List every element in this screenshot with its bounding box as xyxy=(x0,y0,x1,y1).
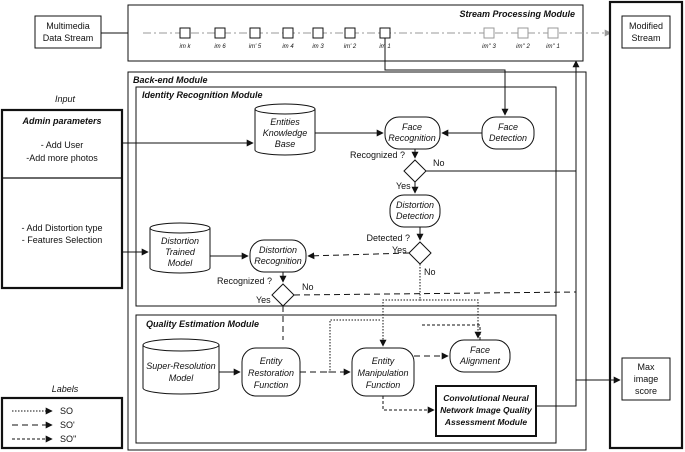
super-resolution-line2: Model xyxy=(169,373,195,383)
admin-title: Admin parameters xyxy=(21,116,101,126)
frame-box xyxy=(379,27,391,39)
entity-manipulation-node: Entity Manipulation Function xyxy=(351,347,415,397)
distortion-recognition-node: Distortion Recognition xyxy=(249,239,307,273)
frame-box xyxy=(214,27,226,39)
face-alignment-node: Face Alignment xyxy=(449,339,511,373)
recognized-1-label: Recognized ? xyxy=(350,150,405,160)
modified-line2: Stream xyxy=(631,33,660,43)
face-alignment-line2: Alignment xyxy=(459,356,501,366)
admin-item: -Add more photos xyxy=(26,153,98,163)
entities-line2: Knowledge xyxy=(263,128,308,138)
frame-label: im 3 xyxy=(312,44,324,50)
frame-label: im 4 xyxy=(282,44,294,50)
face-alignment-line1: Face xyxy=(470,345,490,355)
identity-module-title: Identity Recognition Module xyxy=(142,90,263,100)
max-score-line3: score xyxy=(635,386,657,396)
cnn-quality-assessment-module: Convolutional Neural Network Image Quali… xyxy=(435,385,537,437)
admin-item: - Features Selection xyxy=(22,235,103,245)
frame-label: im' 2 xyxy=(344,44,357,50)
modified-frame-label: im'' 1 xyxy=(546,44,560,50)
frame-box xyxy=(282,27,294,39)
multimedia-line1: Multimedia xyxy=(46,21,90,31)
modified-frame-box xyxy=(517,27,529,39)
restoration-line1: Entity xyxy=(260,356,283,366)
entity-restoration-node: Entity Restoration Function xyxy=(241,347,301,397)
frame-row: im k im 6 im' 5 im 4 im 3 im' 2 im 1 xyxy=(179,27,391,50)
face-detection-line2: Detection xyxy=(489,133,527,143)
entities-knowledge-base: Entities Knowledge Base xyxy=(254,103,316,156)
max-score-line1: Max xyxy=(637,362,655,372)
entities-line1: Entities xyxy=(270,117,300,127)
stream-module-title: Stream Processing Module xyxy=(459,9,575,19)
face-detection-line1: Face xyxy=(498,122,518,132)
multimedia-line2: Data Stream xyxy=(43,33,94,43)
distortion-recognition-line1: Distortion xyxy=(259,245,297,255)
detected-no: No xyxy=(424,267,436,277)
restoration-line2: Restoration xyxy=(248,368,294,378)
frame-box xyxy=(179,27,191,39)
distortion-detection-line2: Detection xyxy=(396,211,434,221)
recognized-2-yes: Yes xyxy=(256,295,271,305)
legend: SO SO' SO'' xyxy=(0,396,124,450)
entities-line3: Base xyxy=(275,139,296,149)
distortion-detection-node: Distortion Detection xyxy=(389,194,441,228)
face-recognition-line2: Recognition xyxy=(388,133,436,143)
distortion-model-line1: Distortion xyxy=(161,236,199,246)
distortion-model-line2: Trained xyxy=(165,247,196,257)
recognized-1-no: No xyxy=(433,158,445,168)
modified-frame-label: im'' 2 xyxy=(516,44,530,50)
connectors xyxy=(122,38,621,414)
legend-so-prime-label: SO' xyxy=(60,420,75,430)
recognized-2-no: No xyxy=(302,282,314,292)
admin-item: - Add User xyxy=(41,140,84,150)
manipulation-line1: Entity xyxy=(372,356,395,366)
modified-stream-box: Modified Stream xyxy=(621,15,671,49)
manipulation-line2: Manipulation xyxy=(357,368,408,378)
cnn-line1: Convolutional Neural xyxy=(443,393,529,403)
detected-yes: Yes xyxy=(392,245,407,255)
face-detection-node: Face Detection xyxy=(481,116,535,150)
recognized-2-label: Recognized ? xyxy=(217,276,272,286)
modified-frame-box xyxy=(547,27,559,39)
admin-item: - Add Distortion type xyxy=(21,223,102,233)
multimedia-data-stream-box: Multimedia Data Stream xyxy=(34,15,102,49)
backend-module-title: Back-end Module xyxy=(133,75,208,85)
super-resolution-model: Super-Resolution Model xyxy=(142,338,220,395)
restoration-line3: Function xyxy=(254,380,289,390)
modified-frame-label: im'' 3 xyxy=(482,44,496,50)
quality-module-title: Quality Estimation Module xyxy=(146,319,259,329)
frame-box xyxy=(312,27,324,39)
admin-parameters-panel: Admin parameters - Add User -Add more ph… xyxy=(0,108,124,290)
distortion-recognition-line2: Recognition xyxy=(254,256,302,266)
manipulation-line3: Function xyxy=(366,380,401,390)
distortion-detection-line1: Distortion xyxy=(396,200,434,210)
max-score-line2: image xyxy=(634,374,659,384)
frame-box xyxy=(344,27,356,39)
frame-box xyxy=(249,27,261,39)
input-label: Input xyxy=(55,94,76,104)
modified-line1: Modified xyxy=(629,21,663,31)
legend-so-double-prime-label: SO'' xyxy=(60,434,77,444)
cnn-line3: Assessment Module xyxy=(444,417,527,427)
modified-frame-box xyxy=(483,27,495,39)
face-recognition-node: Face Recognition xyxy=(384,116,441,150)
frame-label: im 6 xyxy=(214,44,226,50)
legend-so-label: SO xyxy=(60,406,73,416)
frame-label: im k xyxy=(180,44,192,50)
modified-frame-row: im'' 3 im'' 2 im'' 1 xyxy=(482,27,560,50)
frame-label: im' 5 xyxy=(249,44,262,50)
cnn-line2: Network Image Quality xyxy=(440,405,533,415)
recognized-1-yes: Yes xyxy=(396,181,411,191)
super-resolution-line1: Super-Resolution xyxy=(146,361,215,371)
distortion-model-line3: Model xyxy=(168,258,194,268)
detected-label: Detected ? xyxy=(366,233,410,243)
labels-title: Labels xyxy=(52,384,79,394)
max-image-score-box: Max image score xyxy=(621,357,671,401)
face-recognition-line1: Face xyxy=(402,122,422,132)
distortion-trained-model: Distortion Trained Model xyxy=(149,222,211,274)
